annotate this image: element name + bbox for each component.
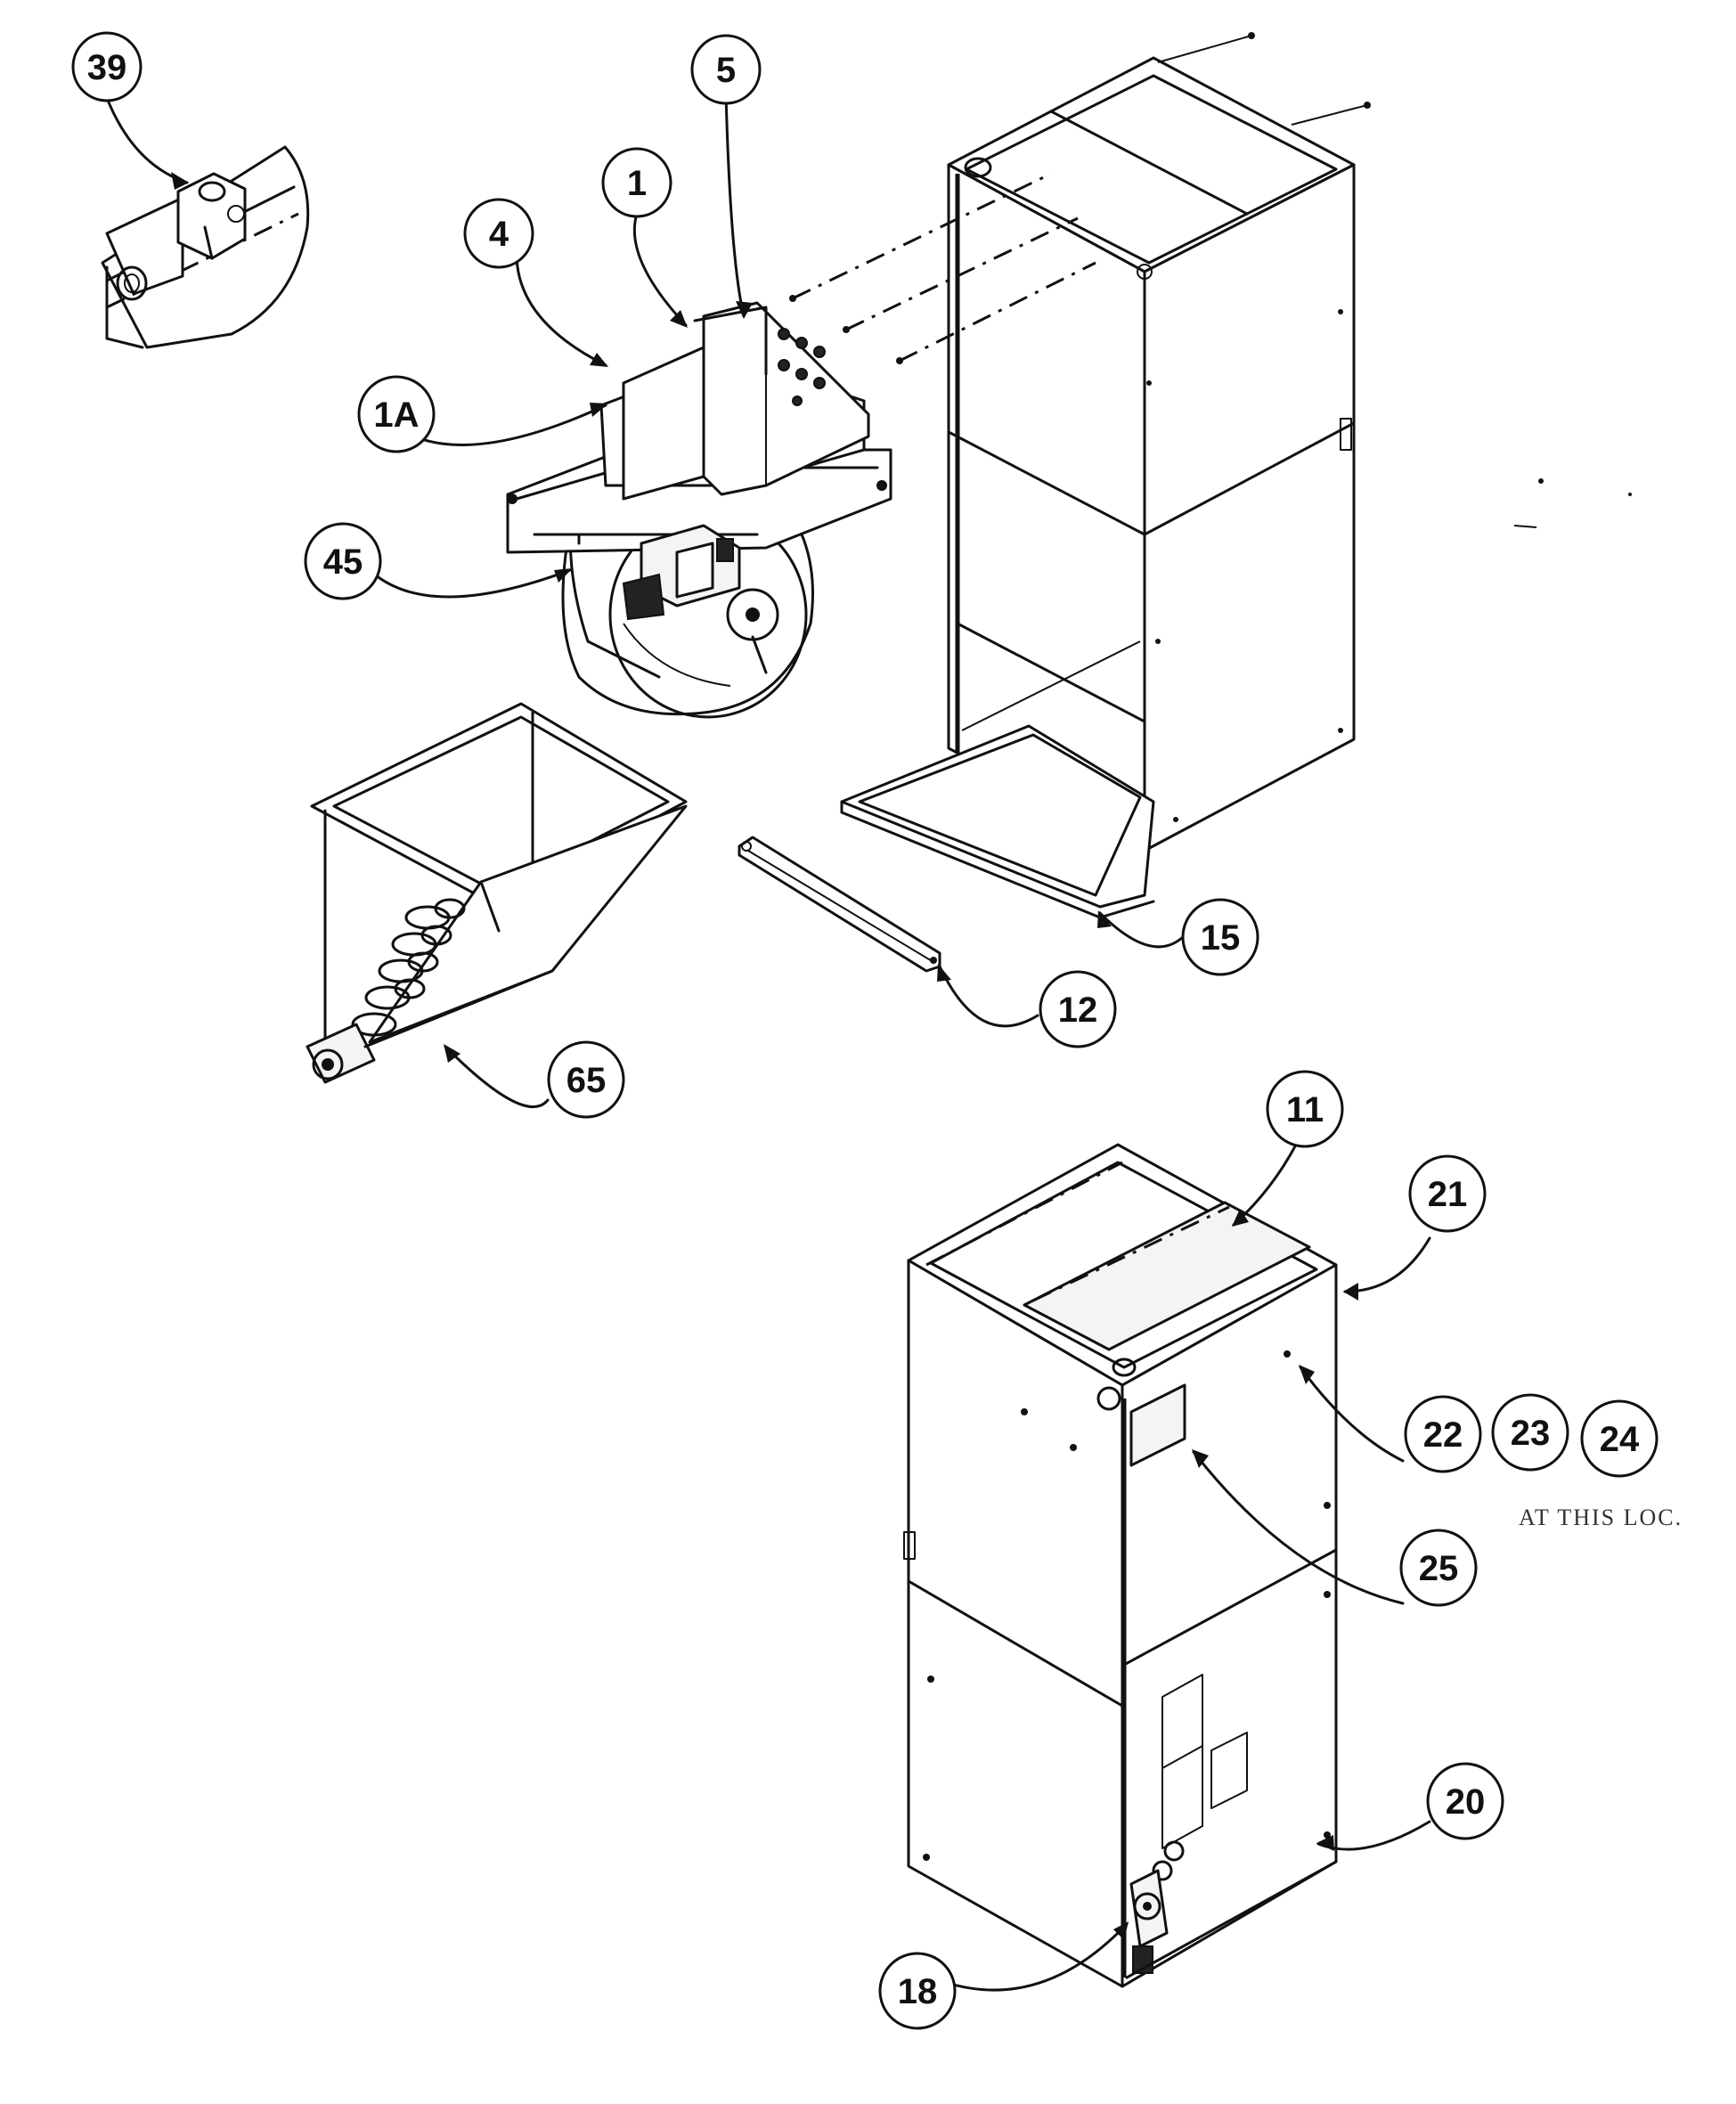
svg-text:20: 20 [1446, 1782, 1486, 1822]
callout-45: 45 [304, 522, 382, 600]
filter-rail [738, 836, 941, 973]
coil-tubes [351, 898, 466, 1037]
callout-25: 25 [1399, 1529, 1478, 1607]
svg-text:12: 12 [1058, 991, 1098, 1030]
assembled-air-handler [903, 1143, 1338, 1988]
svg-text:1: 1 [627, 164, 647, 203]
callout-18: 18 [878, 1952, 957, 2030]
callout-4: 4 [463, 198, 534, 269]
location-note: AT THIS LOC. [1519, 1505, 1683, 1530]
callout-21: 21 [1408, 1154, 1487, 1233]
svg-text:5: 5 [716, 51, 736, 90]
control-box-knockouts [778, 328, 826, 406]
svg-text:65: 65 [566, 1061, 607, 1100]
callout-23: 23 [1491, 1393, 1569, 1472]
blower-assembly [506, 301, 892, 719]
svg-text:11: 11 [1286, 1090, 1324, 1129]
callout-39: 39 [71, 31, 143, 102]
callout-1: 1 [601, 147, 672, 218]
callout-11: 11 [1266, 1070, 1344, 1148]
svg-text:21: 21 [1428, 1175, 1468, 1214]
callout-5: 5 [690, 34, 762, 105]
svg-text:45: 45 [323, 542, 363, 582]
svg-text:25: 25 [1419, 1549, 1459, 1588]
evaporator-coil [306, 702, 688, 1084]
refrigerant-fittings [1129, 1840, 1185, 1974]
leader-lines [105, 92, 1431, 1992]
svg-text:18: 18 [898, 1972, 938, 2011]
svg-text:39: 39 [87, 48, 127, 87]
svg-text:1A: 1A [373, 396, 419, 435]
callout-12: 12 [1039, 970, 1117, 1048]
svg-text:4: 4 [489, 215, 509, 254]
callout-15: 15 [1181, 898, 1259, 976]
callout-22: 22 [1404, 1395, 1482, 1473]
callout-1a: 1A [357, 375, 436, 453]
svg-text:23: 23 [1511, 1414, 1551, 1453]
svg-text:15: 15 [1201, 918, 1241, 958]
callout-24: 24 [1580, 1399, 1659, 1478]
callout-20: 20 [1426, 1762, 1504, 1840]
svg-text:24: 24 [1600, 1420, 1640, 1459]
lug-terminal-detail [101, 145, 310, 349]
svg-text:22: 22 [1423, 1415, 1463, 1455]
callout-65: 65 [547, 1040, 625, 1119]
cabinet-frame [789, 32, 1371, 919]
